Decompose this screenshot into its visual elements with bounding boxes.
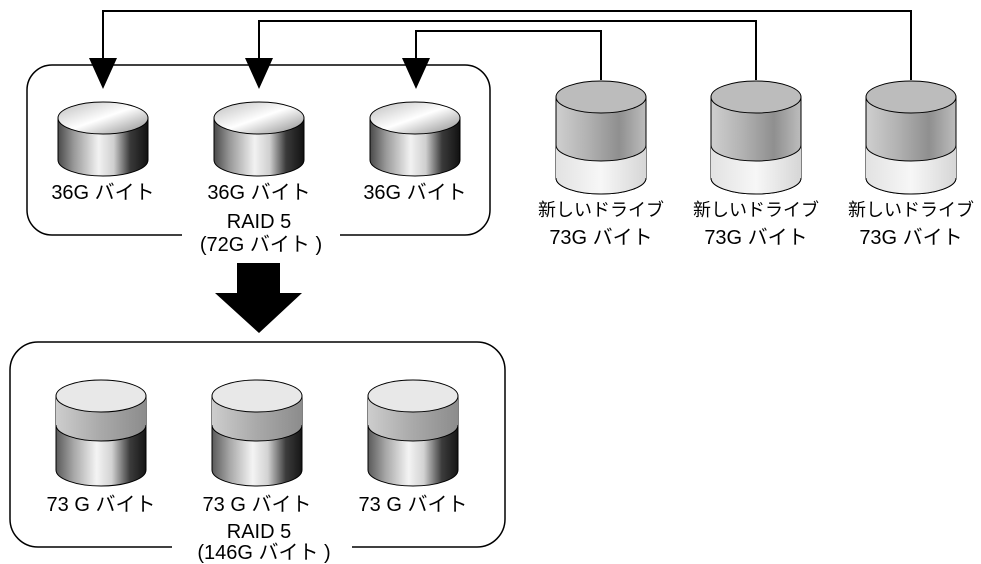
bottom-raid-group: 73 G バイト 73 G バイト 73 G バイト RAID 5 (146G …	[9, 341, 506, 564]
new-drive-name-label: 新しいドライブ	[538, 199, 664, 220]
top-group-border	[26, 64, 491, 236]
hard-drive-icon	[55, 379, 147, 487]
raid-level-label: RAID 5	[227, 211, 291, 233]
connector-line-1	[102, 10, 912, 80]
hard-drive-icon	[369, 101, 461, 177]
drive-size-label: 73 G バイト	[359, 494, 468, 516]
bottom-group-border	[9, 341, 506, 548]
hard-drive-icon	[213, 101, 305, 177]
new-drive-icon	[555, 80, 647, 195]
arrowheads	[89, 58, 430, 89]
new-drive-size-label: 73G バイト	[549, 227, 652, 249]
new-drive-name-label: 新しいドライブ	[848, 199, 974, 220]
arrowhead-icon	[245, 58, 273, 89]
new-drive-icon	[710, 80, 802, 195]
drive-size-label: 73 G バイト	[203, 494, 312, 516]
new-drive-size-label: 73G バイト	[859, 227, 962, 249]
new-drive-size-label: 73G バイト	[704, 227, 807, 249]
connector-line-3	[415, 30, 602, 80]
hard-drive-icon	[211, 379, 303, 487]
hard-drive-icon	[367, 379, 459, 487]
top-raid-group: 36G バイト 36G バイト 36G バイト RAID 5 (72G バイト …	[26, 64, 491, 256]
hard-drive-icon	[57, 101, 149, 177]
new-drive-icon	[865, 80, 957, 195]
arrowhead-icon	[89, 58, 117, 89]
down-arrow-icon	[215, 263, 302, 333]
raid-capacity-label: (72G バイト )	[200, 234, 322, 256]
new-drive-name-label: 新しいドライブ	[693, 199, 819, 220]
raid-capacity-label: (146G バイト )	[197, 542, 330, 564]
drive-size-label: 36G バイト	[207, 182, 310, 204]
arrowhead-icon	[402, 58, 430, 89]
new-drives: 新しいドライブ 73G バイト 新しいドライブ 73G バイト 新しいドライブ …	[538, 80, 974, 249]
connector-lines	[102, 10, 912, 80]
connector-line-2	[258, 20, 757, 80]
raid-level-label: RAID 5	[227, 521, 291, 543]
drive-size-label: 36G バイト	[51, 182, 154, 204]
drive-size-label: 73 G バイト	[47, 494, 156, 516]
drive-size-label: 36G バイト	[363, 182, 466, 204]
